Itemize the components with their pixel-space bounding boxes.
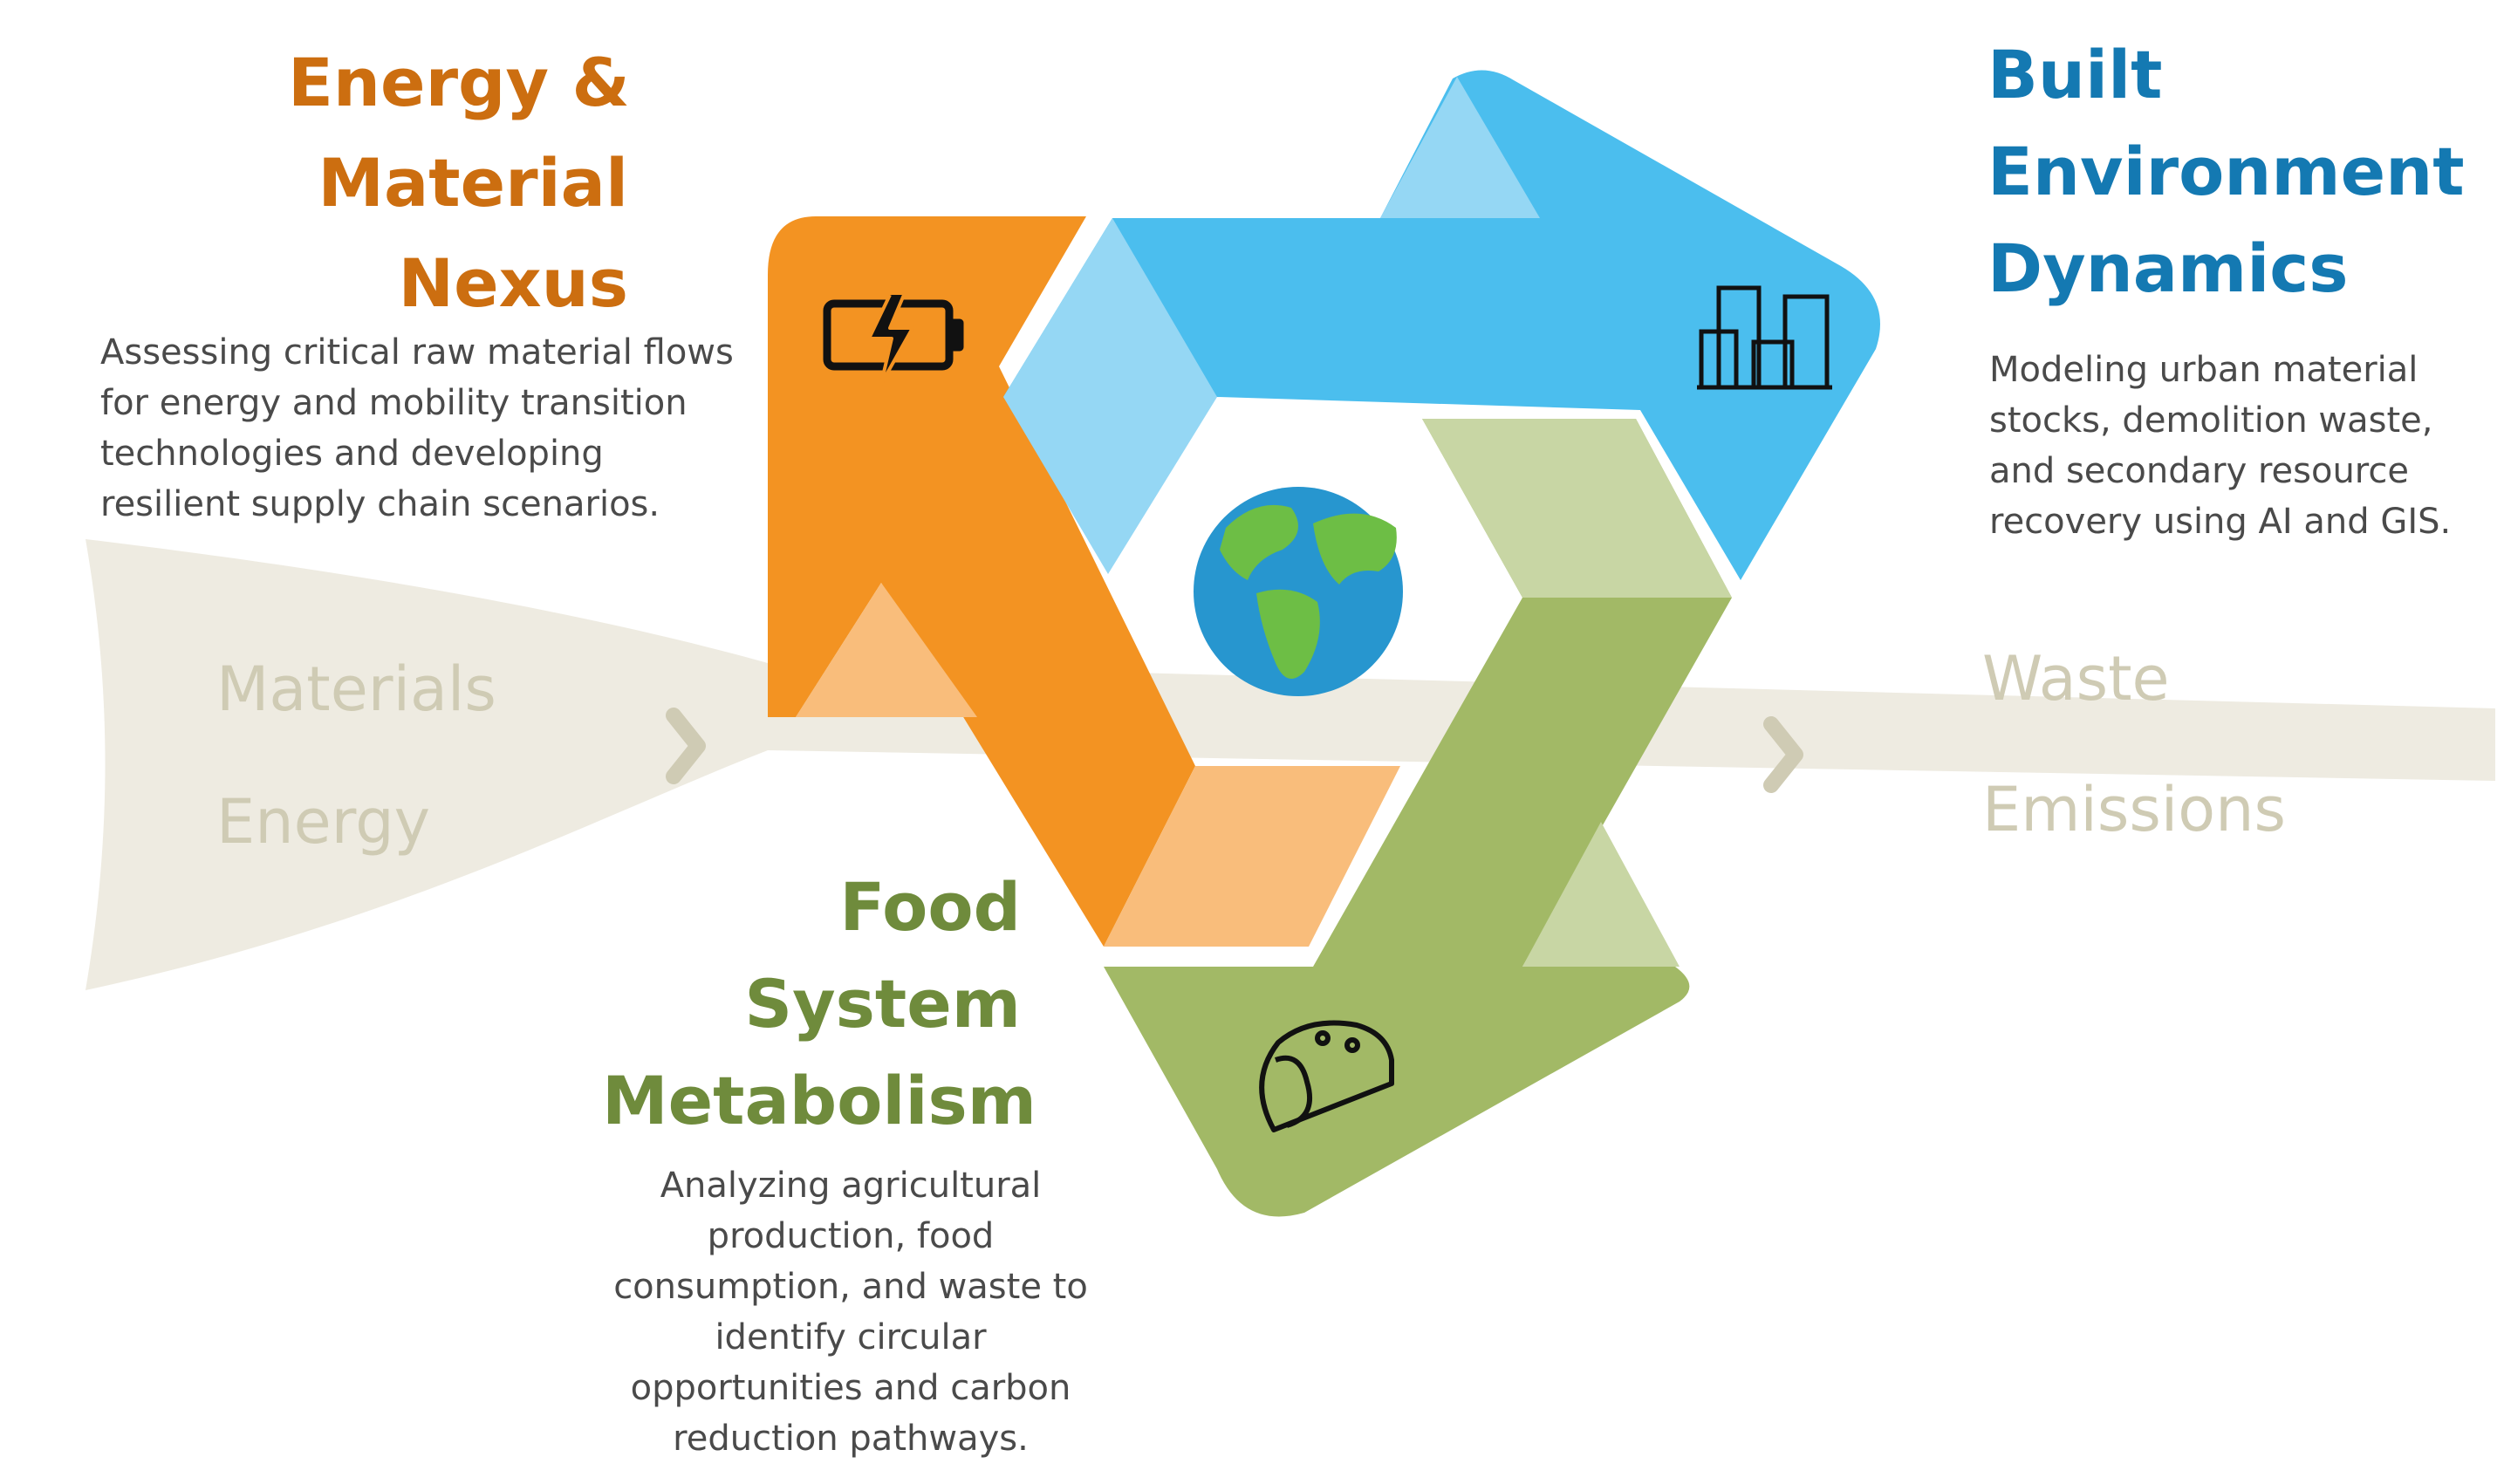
food-description-line: consumption, and waste to: [613, 1267, 1088, 1307]
energy-description-line: resilient supply chain scenarios.: [100, 484, 660, 524]
energy-description-line: technologies and developing: [100, 434, 604, 474]
energy-title-line: Nexus: [398, 244, 628, 322]
input-chevron-icon: [666, 708, 706, 784]
energy-material-arrow: [768, 216, 1400, 947]
built-title-line: Environment: [1987, 133, 2465, 210]
flow-band: [86, 539, 2495, 990]
city-buildings-icon: [1697, 285, 1832, 390]
food-system-metabolism-title: Food System Metabolism: [602, 858, 1036, 1149]
food-description-line: opportunities and carbon: [630, 1368, 1071, 1408]
food-title-line: Metabolism: [602, 1062, 1036, 1139]
food-description-line: production, food: [707, 1216, 995, 1256]
built-description-line: stocks, demolition waste,: [1989, 400, 2433, 441]
energy-description-line: Assessing critical raw material flows: [100, 332, 734, 373]
built-environment-arrow: [1003, 70, 1880, 580]
built-description-line: Modeling urban material: [1989, 350, 2418, 390]
input-label-energy: Energy: [216, 786, 431, 858]
energy-description-line: for energy and mobility transition: [100, 383, 688, 423]
built-title-line: Dynamics: [1987, 229, 2349, 307]
globe-icon: [1194, 487, 1403, 696]
built-environment-dynamics-description: Modeling urban material stocks, demoliti…: [1989, 345, 2451, 547]
output-chevron-icon: [1763, 716, 1803, 793]
built-environment-dynamics-title: Built Environment Dynamics: [1987, 26, 2465, 317]
energy-title-line: Energy &: [288, 44, 630, 121]
food-description-line: reduction pathways.: [673, 1419, 1029, 1459]
food-system-metabolism-description: Analyzing agricultural production, food …: [606, 1160, 1095, 1464]
food-description-line: identify circular: [715, 1317, 987, 1357]
food-description-line: Analyzing agricultural: [660, 1166, 1042, 1206]
food-title-line: System: [744, 965, 1021, 1043]
energy-material-nexus-description: Assessing critical raw material flows fo…: [100, 327, 734, 530]
input-label-materials: Materials: [216, 653, 496, 725]
output-label-waste: Waste: [1982, 643, 2170, 715]
built-description-line: and secondary resource: [1989, 451, 2409, 491]
energy-title-line: Material: [318, 144, 628, 222]
food-system-arrow: [1104, 419, 1732, 1217]
built-title-line: Built: [1987, 36, 2163, 113]
output-label-emissions: Emissions: [1982, 774, 2286, 845]
built-description-line: recovery using AI and GIS.: [1989, 502, 2452, 542]
battery-charging-icon: [823, 294, 964, 386]
taco-icon: [1259, 1020, 1394, 1132]
food-title-line: Food: [839, 868, 1021, 946]
energy-material-nexus-title: Energy & Material Nexus: [288, 32, 630, 333]
